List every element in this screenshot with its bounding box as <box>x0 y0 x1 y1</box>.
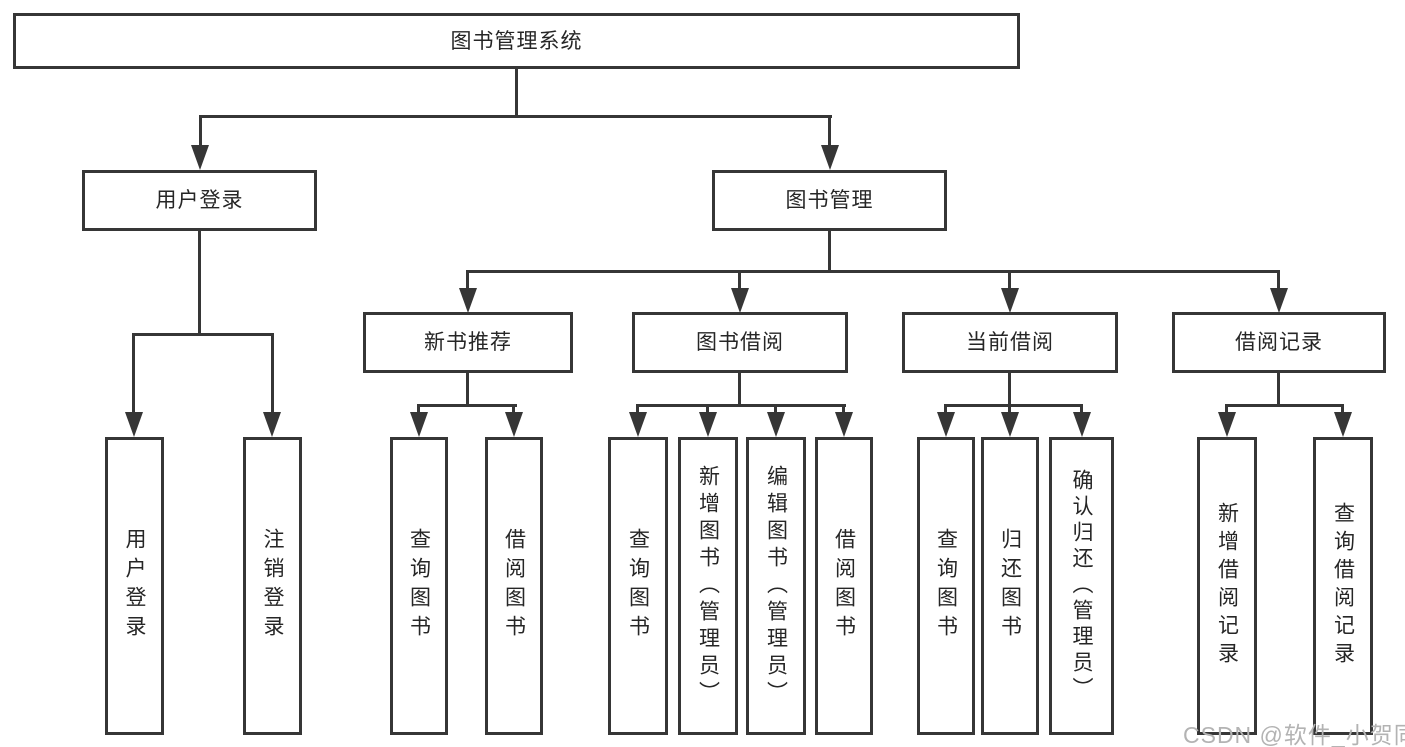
leaf-add-borrow-record: 新增借阅记录 <box>1197 437 1257 735</box>
leaf-borrow-query-book: 查询图书 <box>608 437 668 735</box>
connector-line <box>466 270 469 290</box>
connector-line <box>132 333 274 336</box>
connector-line <box>1008 371 1011 407</box>
arrow-down-icon <box>410 412 428 437</box>
arrow-down-icon <box>505 412 523 437</box>
connector-line <box>636 404 639 415</box>
connector-line <box>842 404 845 415</box>
leaf-recommend-query-book: 查询图书 <box>390 437 448 735</box>
arrow-down-icon <box>125 412 143 437</box>
connector-line <box>512 404 515 415</box>
arrow-down-icon <box>1001 288 1019 313</box>
node-new-book-recommend: 新书推荐 <box>363 312 573 373</box>
connector-line <box>1225 404 1344 407</box>
connector-line <box>132 333 135 415</box>
connector-line <box>199 115 202 148</box>
connector-line <box>1080 404 1083 415</box>
arrow-down-icon <box>1334 412 1352 437</box>
connector-line <box>828 229 831 272</box>
connector-line <box>738 270 741 290</box>
arrow-down-icon <box>937 412 955 437</box>
connector-line <box>1277 371 1280 407</box>
leaf-confirm-return-admin: 确认归还（管理员） <box>1049 437 1114 735</box>
connector-line <box>466 371 469 407</box>
arrow-down-icon <box>1270 288 1288 313</box>
connector-line <box>271 333 274 415</box>
arrow-down-icon <box>459 288 477 313</box>
leaf-user-login: 用户登录 <box>105 437 164 735</box>
leaf-edit-book-admin: 编辑图书（管理员） <box>746 437 806 735</box>
connector-line <box>828 115 831 148</box>
node-current-borrow: 当前借阅 <box>902 312 1118 373</box>
connector-line <box>1008 404 1011 415</box>
node-borrow-records: 借阅记录 <box>1172 312 1386 373</box>
connector-line <box>1277 270 1280 290</box>
arrow-down-icon <box>263 412 281 437</box>
connector-line <box>706 404 709 415</box>
connector-line <box>738 371 741 407</box>
node-book-borrow: 图书借阅 <box>632 312 848 373</box>
connector-line <box>1008 270 1011 290</box>
connector-line <box>774 404 777 415</box>
arrow-down-icon <box>629 412 647 437</box>
connector-line <box>417 404 420 415</box>
leaf-current-query-book: 查询图书 <box>917 437 975 735</box>
arrow-down-icon <box>835 412 853 437</box>
csdn-watermark: CSDN @软件_小贺同学 <box>1183 722 1405 747</box>
arrow-down-icon <box>767 412 785 437</box>
connector-line <box>466 270 1279 273</box>
node-user-login: 用户登录 <box>82 170 317 231</box>
arrow-down-icon <box>1073 412 1091 437</box>
connector-line <box>1225 404 1228 415</box>
arrow-down-icon <box>821 145 839 170</box>
connector-line <box>199 115 832 118</box>
arrow-down-icon <box>191 145 209 170</box>
connector-line <box>944 404 947 415</box>
connector-line <box>1341 404 1344 415</box>
node-root: 图书管理系统 <box>13 13 1020 69</box>
connector-line <box>198 229 201 336</box>
leaf-borrow-book: 借阅图书 <box>815 437 873 735</box>
leaf-add-book-admin: 新增图书（管理员） <box>678 437 738 735</box>
leaf-return-book: 归还图书 <box>981 437 1039 735</box>
node-book-management: 图书管理 <box>712 170 947 231</box>
arrow-down-icon <box>731 288 749 313</box>
leaf-recommend-borrow-book: 借阅图书 <box>485 437 543 735</box>
connector-line <box>418 404 517 407</box>
connector-line <box>636 404 846 407</box>
leaf-query-borrow-record: 查询借阅记录 <box>1313 437 1373 735</box>
arrow-down-icon <box>1001 412 1019 437</box>
connector-line <box>515 68 518 118</box>
leaf-logout: 注销登录 <box>243 437 302 735</box>
arrow-down-icon <box>699 412 717 437</box>
connector-line <box>944 404 1083 407</box>
arrow-down-icon <box>1218 412 1236 437</box>
